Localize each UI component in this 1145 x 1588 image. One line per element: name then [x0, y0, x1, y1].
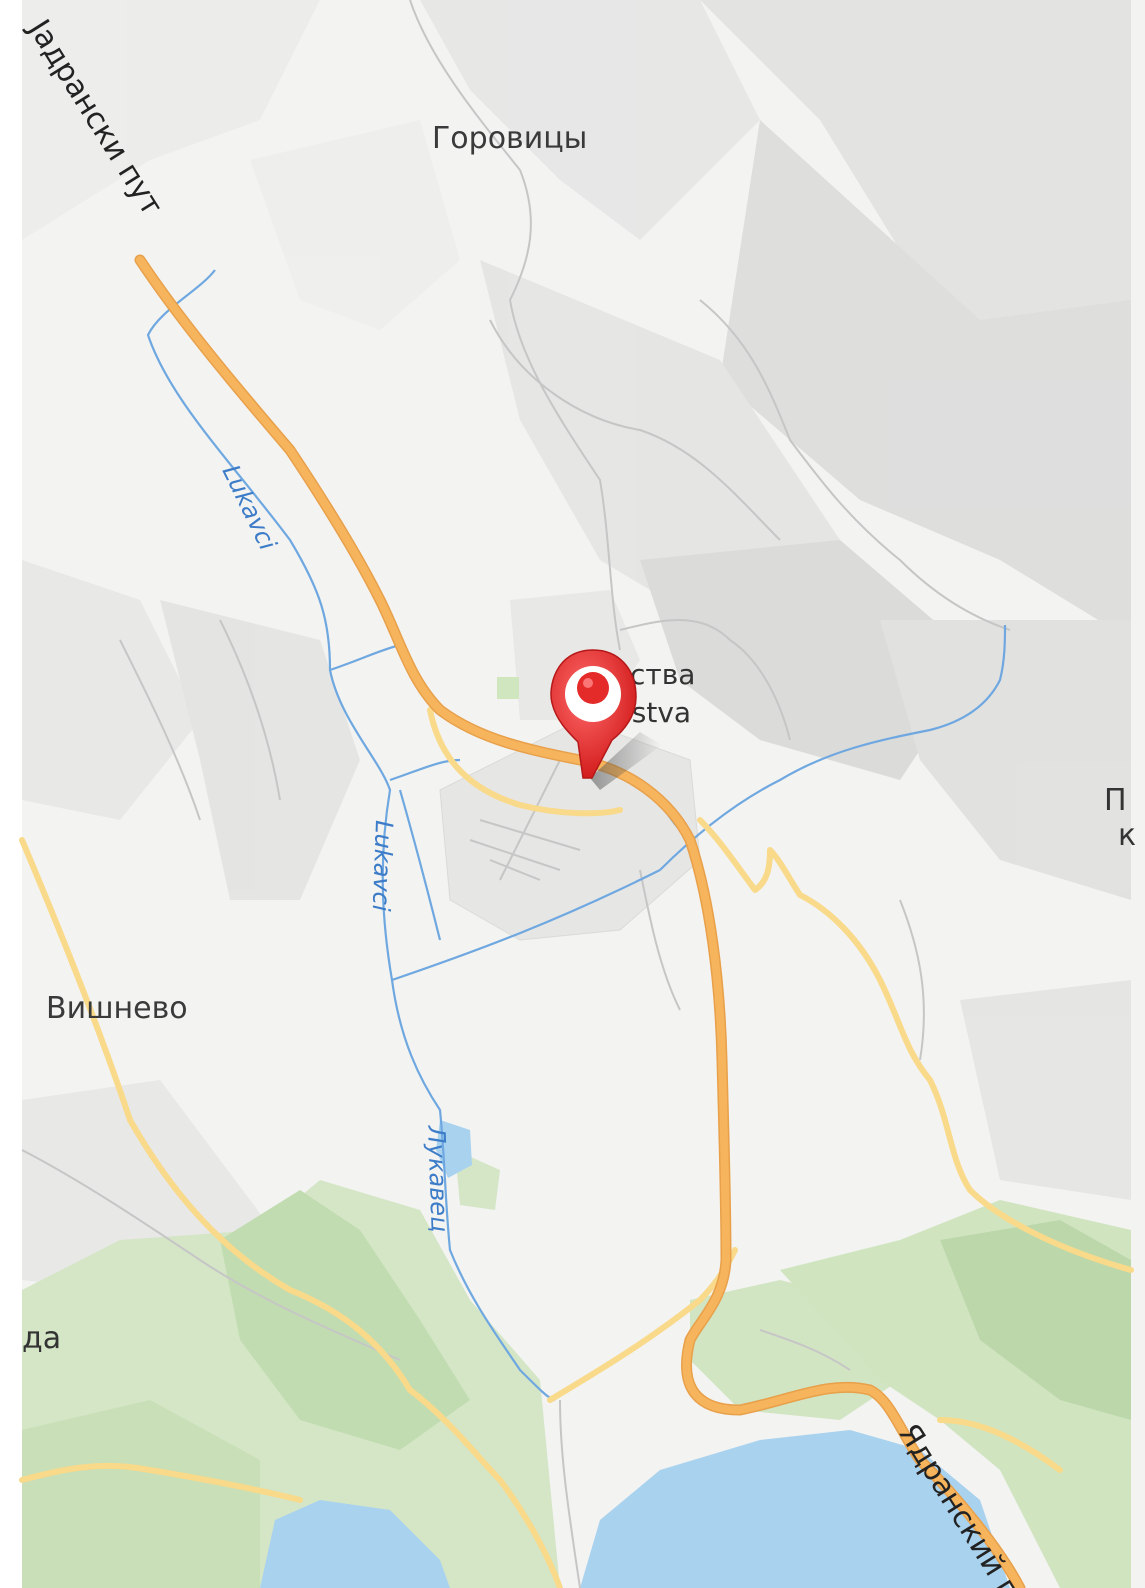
place-label-right-partial-bottom: к [1118, 818, 1136, 853]
stream-label-lukavci-lower: Lukavci [367, 820, 398, 913]
stream-label-lukavets: Лукавец [422, 1124, 454, 1233]
place-label-left-partial: да [22, 1321, 61, 1356]
poi-label-cyrillic: ства [630, 658, 695, 691]
left-margin [0, 0, 22, 1588]
hill-shading [22, 0, 1131, 1300]
svg-text:Лукавец: Лукавец [422, 1124, 454, 1233]
streams [146, 269, 1007, 1402]
place-label-gorovitsy: Горовицы [432, 121, 587, 156]
main-road [134, 254, 1026, 1588]
map-pin-icon[interactable] [550, 649, 662, 790]
place-label-vishnevo: Вишнево [46, 991, 188, 1026]
water-bodies [260, 1120, 1010, 1588]
stream-lukavci [146, 269, 556, 1402]
local-roads [21, 0, 1011, 1588]
secondary-roads [19, 707, 1134, 1588]
svg-text:Lukavci: Lukavci [367, 820, 398, 913]
place-label-right-partial-top: П [1104, 783, 1127, 818]
